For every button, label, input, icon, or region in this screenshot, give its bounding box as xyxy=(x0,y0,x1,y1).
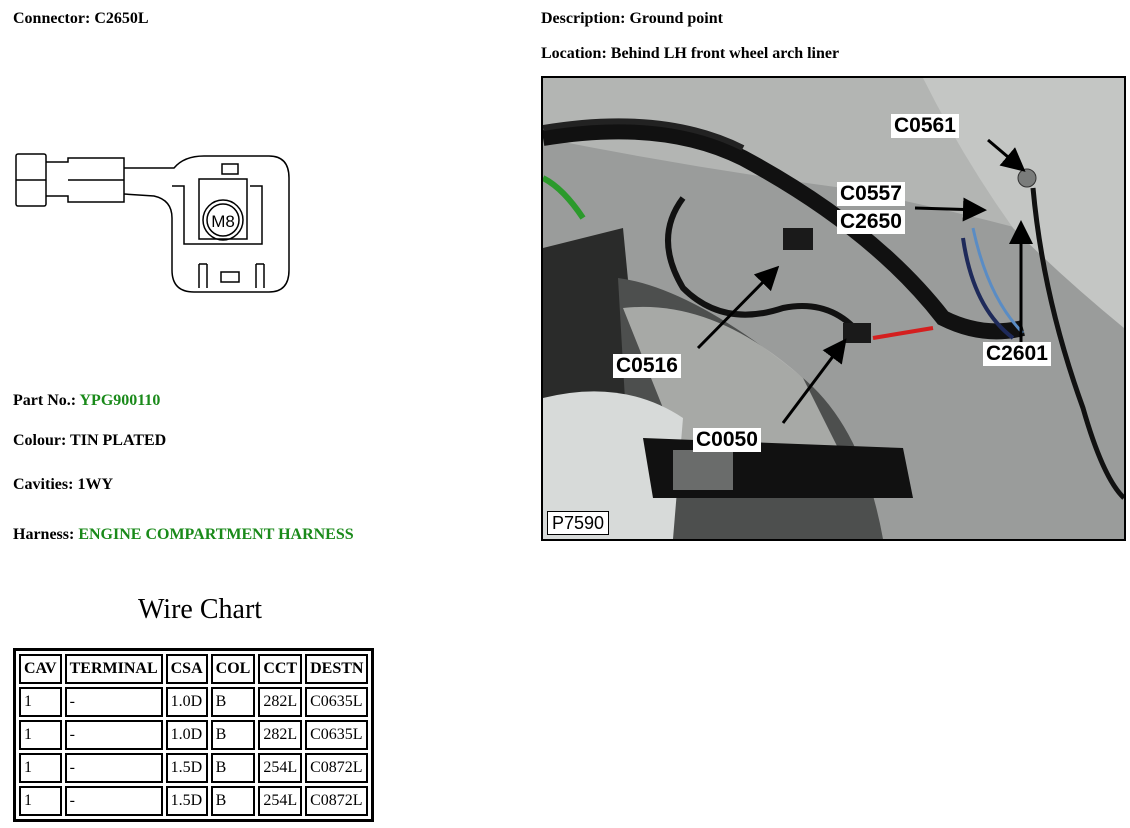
location-field: Location: Behind LH front wheel arch lin… xyxy=(541,45,839,63)
cell-csa: 1.0D xyxy=(165,687,208,717)
cell-csa: 1.0D xyxy=(165,720,208,750)
ring-terminal-drawing: M8 xyxy=(15,153,290,293)
cell-destn: C0872L xyxy=(305,753,369,783)
col-header-col: COL xyxy=(210,654,256,684)
callout-c0050: C0050 xyxy=(693,428,761,452)
col-header-cct: CCT xyxy=(258,654,303,684)
colour-field: Colour: TIN PLATED xyxy=(13,432,166,450)
part-no-label: Part No.: xyxy=(13,392,77,409)
cell-terminal: - xyxy=(64,720,163,750)
connector-label: Connector: xyxy=(13,10,91,27)
connector-value: C2650L xyxy=(94,10,149,27)
location-label: Location: xyxy=(541,45,607,62)
callout-c0557: C0557 xyxy=(837,182,905,206)
cell-col: B xyxy=(210,687,256,717)
cell-col: B xyxy=(210,786,256,816)
callout-c2601: C2601 xyxy=(983,342,1051,366)
connector-field: Connector: C2650L xyxy=(13,10,149,28)
colour-value: TIN PLATED xyxy=(70,432,167,449)
callout-c0516: C0516 xyxy=(613,354,681,378)
cell-cct: 282L xyxy=(258,720,303,750)
table-row: 1 - 1.0D B 282L C0635L xyxy=(19,687,369,717)
cell-cav: 1 xyxy=(19,720,62,750)
description-value: Ground point xyxy=(629,10,723,27)
cell-terminal: - xyxy=(64,786,163,816)
colour-label: Colour: xyxy=(13,432,67,449)
cell-csa: 1.5D xyxy=(165,786,208,816)
description-field: Description: Ground point xyxy=(541,10,723,28)
cell-terminal: - xyxy=(64,687,163,717)
description-label: Description: xyxy=(541,10,626,27)
table-row: 1 - 1.5D B 254L C0872L xyxy=(19,786,369,816)
cell-cav: 1 xyxy=(19,687,62,717)
cavities-field: Cavities: 1WY xyxy=(13,476,113,494)
cell-cav: 1 xyxy=(19,786,62,816)
cell-col: B xyxy=(210,753,256,783)
cavities-label: Cavities: xyxy=(13,476,74,493)
cell-cav: 1 xyxy=(19,753,62,783)
cell-cct: 282L xyxy=(258,687,303,717)
location-value: Behind LH front wheel arch liner xyxy=(610,45,840,62)
table-row: 1 - 1.0D B 282L C0635L xyxy=(19,720,369,750)
photo-reference-code: P7590 xyxy=(547,511,610,535)
cell-destn: C0635L xyxy=(305,687,369,717)
callout-c2650: C2650 xyxy=(837,210,905,234)
col-header-cav: CAV xyxy=(19,654,62,684)
table-row: 1 - 1.5D B 254L C0872L xyxy=(19,753,369,783)
cell-csa: 1.5D xyxy=(165,753,208,783)
cell-cct: 254L xyxy=(258,753,303,783)
harness-link[interactable]: ENGINE COMPARTMENT HARNESS xyxy=(78,526,354,543)
wire-chart-title: Wire Chart xyxy=(138,594,263,625)
photo-illustration xyxy=(543,78,1124,539)
col-header-destn: DESTN xyxy=(305,654,369,684)
col-header-terminal: TERMINAL xyxy=(64,654,163,684)
table-header-row: CAV TERMINAL CSA COL CCT DESTN xyxy=(19,654,369,684)
col-header-csa: CSA xyxy=(165,654,208,684)
harness-field: Harness: ENGINE COMPARTMENT HARNESS xyxy=(13,526,354,544)
cell-destn: C0872L xyxy=(305,786,369,816)
part-no-field: Part No.: YPG900110 xyxy=(13,392,160,410)
harness-label: Harness: xyxy=(13,526,75,543)
stud-size-label: M8 xyxy=(211,212,235,231)
location-photo: C0561 C0557 C2650 C0516 C2601 C0050 P759… xyxy=(541,76,1126,541)
cell-destn: C0635L xyxy=(305,720,369,750)
cell-terminal: - xyxy=(64,753,163,783)
cell-col: B xyxy=(210,720,256,750)
callout-c0561: C0561 xyxy=(891,114,959,138)
cavities-value: 1WY xyxy=(77,476,113,493)
part-no-link[interactable]: YPG900110 xyxy=(79,392,161,409)
wire-chart-table: CAV TERMINAL CSA COL CCT DESTN 1 - 1.0D … xyxy=(13,648,375,822)
cell-cct: 254L xyxy=(258,786,303,816)
